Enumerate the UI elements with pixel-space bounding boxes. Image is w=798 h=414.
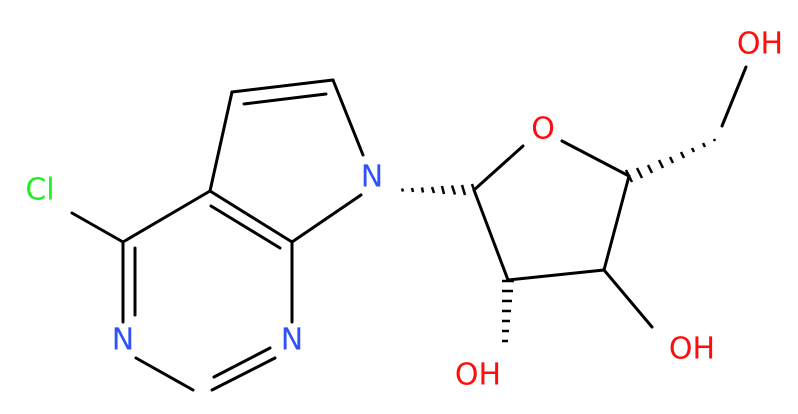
bond-c2-n1 [210, 356, 277, 392]
bond-c7a-c4a-inner [209, 204, 282, 250]
bond-n7-c7a [290, 193, 363, 244]
hashed-bond-c2-oh [502, 279, 514, 343]
pyrimidine-nitrogen-right-label: N [281, 323, 303, 358]
bond-c5-c6 [230, 78, 335, 94]
bond-c5-c6-inner [242, 92, 328, 106]
pyrrole-nitrogen-label: N [361, 160, 383, 195]
ring-oxygen-label: O [531, 112, 555, 147]
bond-c7a-c4a [208, 189, 294, 244]
bond-c1-o4 [472, 144, 525, 192]
bond-c4-c3 [602, 174, 631, 272]
bond-c6-n7 [331, 78, 365, 157]
atom-labels: Cl N N N O OH OH OH [25, 27, 783, 393]
bond-c4a-c5 [208, 90, 234, 193]
bond-c4a-c4 [121, 189, 212, 244]
c3-hydroxyl-label: OH [669, 332, 715, 367]
bond-c3-oh [602, 268, 654, 329]
bond-n3-c2 [134, 356, 195, 392]
bond-o4-c4 [560, 139, 631, 178]
pyrimidine-nitrogen-left-label: N [112, 323, 134, 358]
chlorine-label: Cl [25, 173, 54, 208]
c2-hydroxyl-label: OH [455, 358, 501, 393]
hashed-bond-c4-ch2 [624, 138, 717, 183]
hashed-bond-c1-n7 [400, 183, 478, 197]
bond-ch2-oh [720, 65, 748, 128]
bond-c2-c1 [472, 188, 510, 282]
bond-c2-n1-inner [212, 346, 272, 379]
bond-c4-cl [70, 211, 125, 244]
hydroxymethyl-oh-label: OH [737, 27, 783, 62]
bond-c3-c2 [506, 268, 606, 282]
bond-lines [70, 65, 748, 392]
